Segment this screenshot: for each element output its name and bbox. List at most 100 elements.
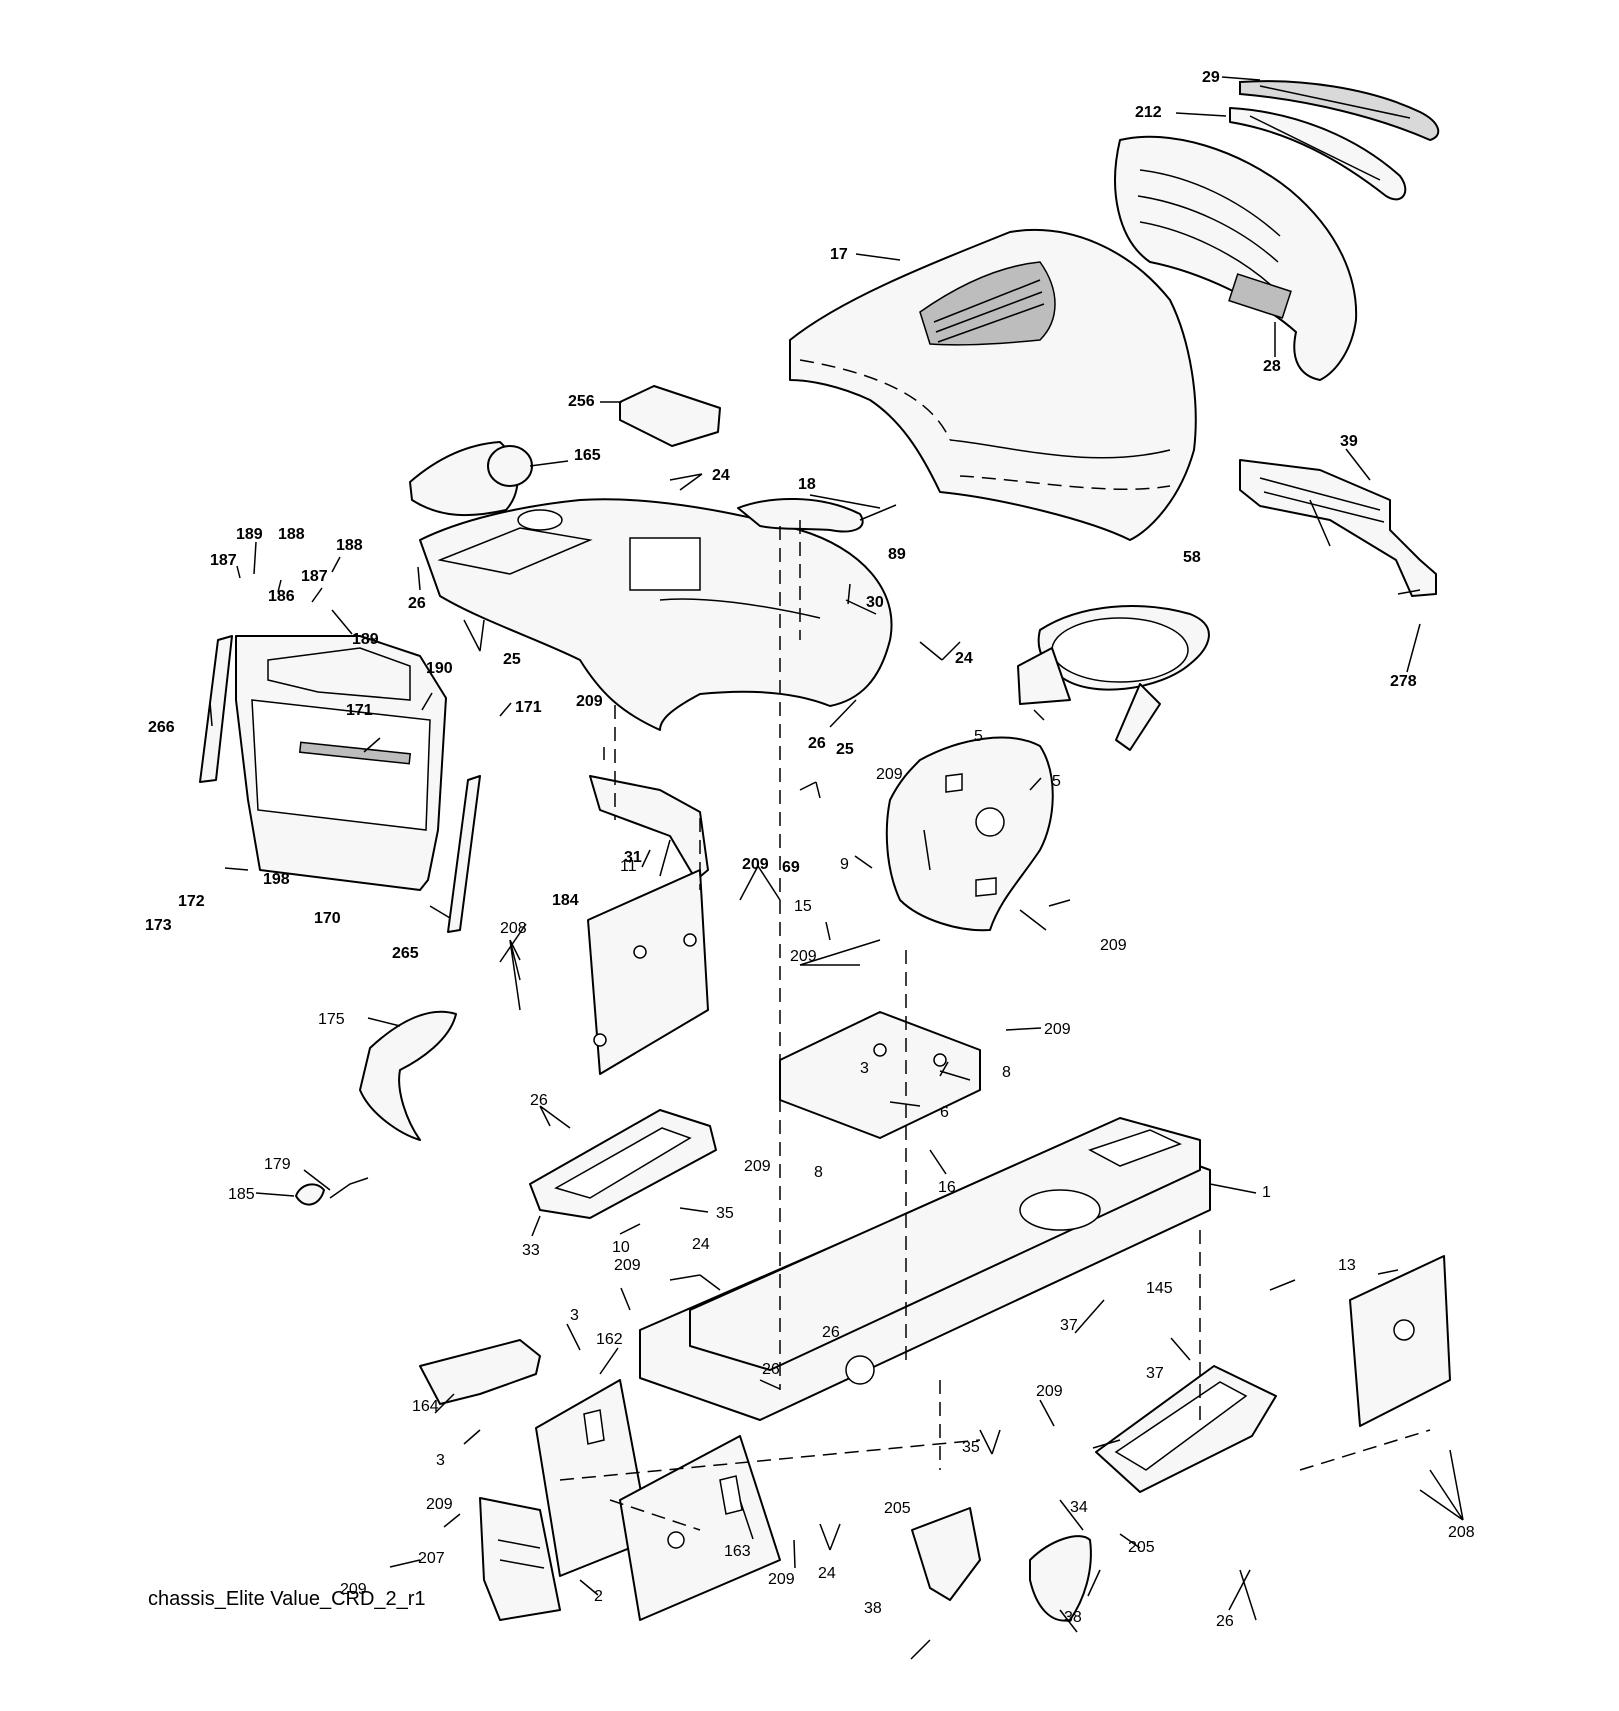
callout-13: 13: [1338, 1257, 1356, 1274]
callout-26-d: 26: [822, 1324, 840, 1341]
callout-209-h: 209: [614, 1257, 641, 1274]
callout-26-e: 26: [762, 1361, 780, 1378]
callout-3: 3: [860, 1060, 869, 1077]
callout-145: 145: [1146, 1280, 1173, 1297]
callout-25-b: 25: [836, 741, 854, 758]
alignment-lines: [559, 520, 1431, 1531]
callout-209-l: 209: [340, 1581, 367, 1598]
callout-212: 212: [1135, 104, 1162, 121]
callout-187: 187: [210, 552, 237, 569]
callout-179: 179: [264, 1156, 291, 1173]
callout-208: 208: [500, 920, 527, 937]
callout-171: 171: [346, 702, 373, 719]
callout-278: 278: [1390, 673, 1417, 690]
part-163-plate: [619, 1435, 781, 1621]
callout-89: 89: [888, 546, 906, 563]
callout-29: 29: [1202, 69, 1220, 86]
callout-33: 33: [522, 1242, 540, 1259]
part-265-rail: [447, 775, 481, 933]
callout-26-b: 26: [808, 735, 826, 752]
callout-208-b: 208: [1448, 1524, 1475, 1541]
diagram-caption: chassis_Elite Value_CRD_2_r1: [148, 1588, 426, 1610]
callout-184: 184: [552, 892, 579, 909]
callout-189-b: 189: [352, 631, 379, 648]
part-170-frame: [235, 635, 447, 891]
callout-188-b: 188: [336, 537, 363, 554]
callout-162: 162: [596, 1331, 623, 1348]
part-165-seat-pad: [409, 441, 533, 517]
part-162-plate: [535, 1379, 651, 1577]
callout-205-b: 205: [1128, 1539, 1155, 1556]
part-1-chassis: [639, 1117, 1211, 1421]
part-11-side-plate: [587, 869, 709, 1075]
callout-18: 18: [798, 476, 816, 493]
callout-209-i: 209: [1036, 1383, 1063, 1400]
part-212-hood-insert: [1229, 107, 1407, 201]
part-266-rail: [199, 635, 233, 783]
callout-175: 175: [318, 1011, 345, 1028]
part-2-hitch: [479, 1497, 561, 1621]
callout-207: 207: [418, 1550, 445, 1567]
callout-5: 5: [974, 728, 983, 745]
callout-58: 58: [1183, 549, 1201, 566]
callout-24-c: 24: [692, 1236, 710, 1253]
part-31-bracket: [589, 775, 709, 881]
callout-209-j: 209: [426, 1496, 453, 1513]
callout-3-c: 3: [436, 1452, 445, 1469]
callout-266: 266: [148, 719, 175, 736]
part-164-bracket: [419, 1339, 541, 1405]
callout-1: 1: [1262, 1184, 1271, 1201]
callout-190: 190: [426, 660, 453, 677]
callout-8-b: 8: [814, 1164, 823, 1181]
callout-35-b: 35: [962, 1439, 980, 1456]
callout-209-f: 209: [1044, 1021, 1071, 1038]
part-9-pedestal: [885, 736, 1054, 932]
part-39-bracket: [1239, 459, 1437, 597]
callout-31: 31: [624, 849, 642, 866]
callout-185: 185: [228, 1186, 255, 1203]
part-185-knob: [295, 1183, 325, 1206]
callout-165: 165: [574, 447, 601, 464]
callout-170: 170: [314, 910, 341, 927]
callout-205: 205: [884, 1500, 911, 1517]
part-17-hood: [789, 228, 1197, 541]
part-38-bracket-right: [1029, 1535, 1092, 1622]
callout-2: 2: [594, 1588, 603, 1605]
callout-6: 6: [940, 1104, 949, 1121]
callout-35: 35: [716, 1205, 734, 1222]
callout-17: 17: [830, 246, 848, 263]
callout-8: 8: [1002, 1064, 1011, 1081]
callout-28: 28: [1263, 358, 1281, 375]
part-89-lever: [737, 498, 864, 533]
part-28-grille: [1114, 135, 1358, 381]
part-58-shroud: [1017, 605, 1210, 751]
part-38-bracket-left: [911, 1507, 981, 1601]
callout-24-d: 24: [818, 1565, 836, 1582]
callout-209-c: 209: [742, 856, 769, 873]
callout-25: 25: [503, 651, 521, 668]
callout-30: 30: [866, 594, 884, 611]
callout-10: 10: [612, 1239, 630, 1256]
part-33-footrest: [529, 1109, 717, 1219]
callout-26: 26: [408, 595, 426, 612]
part-179-rod: [329, 1177, 369, 1199]
callout-163: 163: [724, 1543, 751, 1560]
callout-209: 209: [576, 693, 603, 710]
callout-37: 37: [1060, 1317, 1078, 1334]
callout-164: 164: [412, 1398, 439, 1415]
part-13-side-plate: [1349, 1255, 1451, 1427]
callout-38: 38: [864, 1600, 882, 1617]
callout-172: 172: [178, 893, 205, 910]
callout-15: 15: [794, 898, 812, 915]
callout-188: 188: [278, 526, 305, 543]
callout-16: 16: [938, 1179, 956, 1196]
callout-69: 69: [782, 859, 800, 876]
callout-39: 39: [1340, 433, 1358, 450]
callout-171-b: 171: [515, 699, 542, 716]
callout-256: 256: [568, 393, 595, 410]
callout-37-b: 37: [1146, 1365, 1164, 1382]
part-30-fender: [419, 498, 893, 731]
callout-198: 198: [263, 871, 290, 888]
callout-9: 9: [840, 856, 849, 873]
leader-lines: [209, 76, 1464, 1660]
